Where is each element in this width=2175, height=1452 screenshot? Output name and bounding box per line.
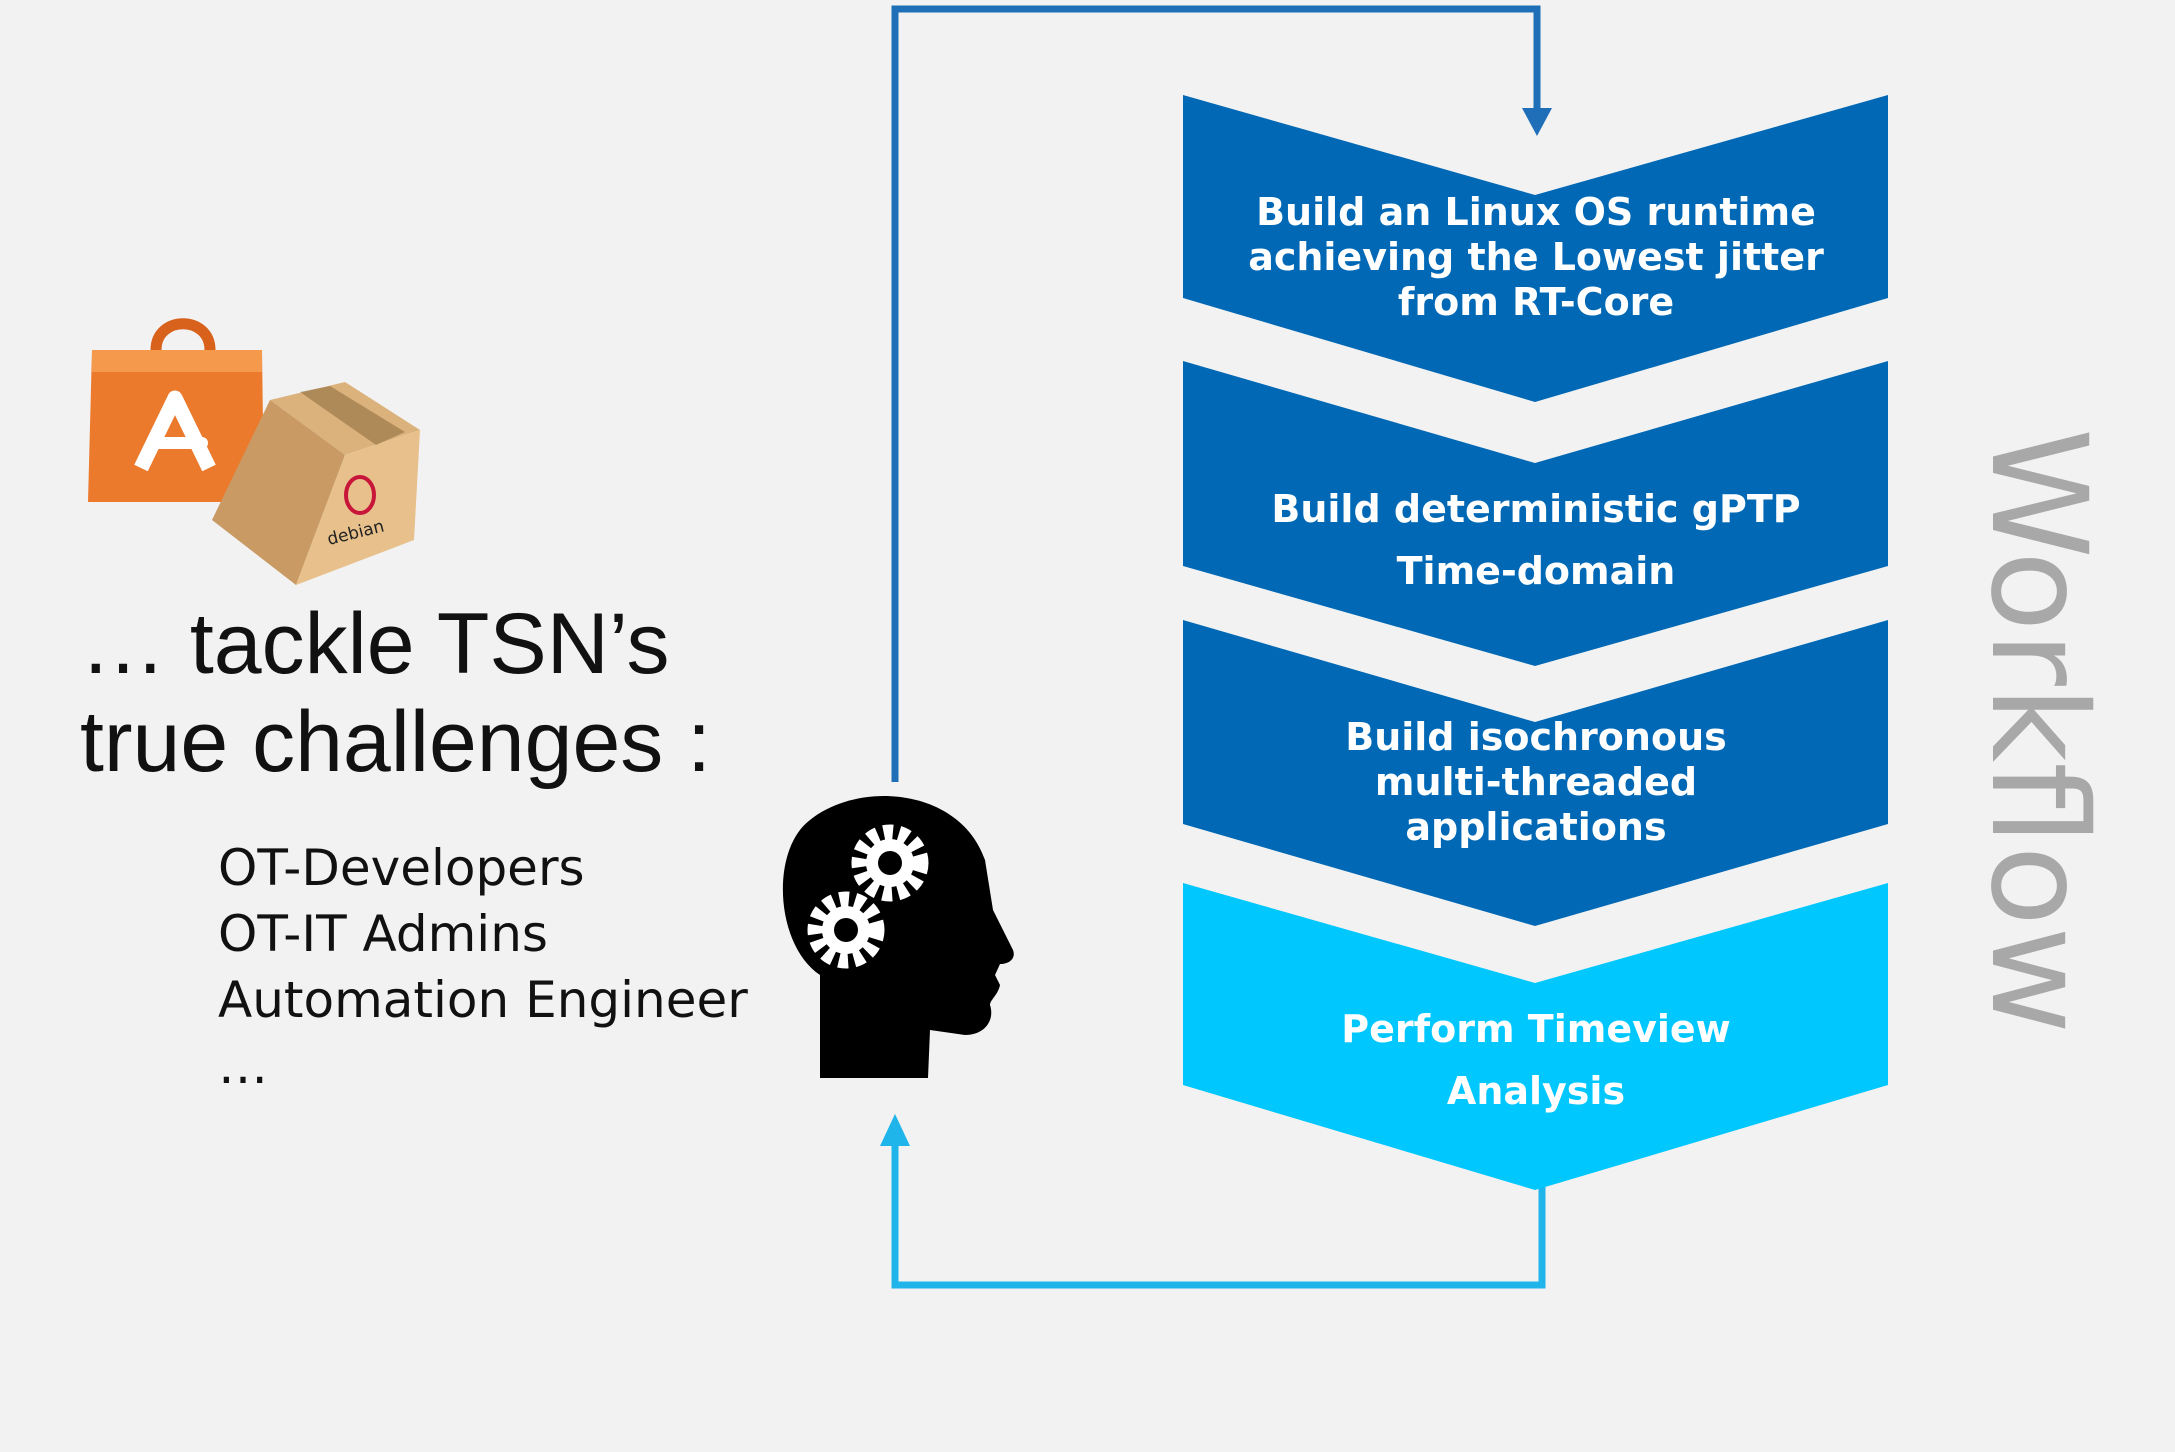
roles-list: OT-Developers OT-IT Admins Automation En… (218, 835, 778, 1099)
step-4-line: Analysis (1446, 1069, 1626, 1113)
loop-arrow-top (891, 5, 1552, 782)
loop-arrow-bottom (880, 1114, 1546, 1289)
step-chevron-2 (1183, 361, 1888, 666)
heading: … tackle TSN’s true challenges : (80, 595, 800, 791)
head-with-gears-icon (782, 796, 1014, 1078)
step-3-text: Build isochronous multi-threaded applica… (1183, 715, 1889, 850)
shopping-bag-icon (88, 318, 264, 502)
role-item: OT-IT Admins (218, 905, 548, 963)
role-item: OT-Developers (218, 839, 585, 897)
step-chevron-4 (1183, 883, 1888, 1190)
step-3-line: Build isochronous (1345, 715, 1727, 759)
step-2-line: Time-domain (1396, 549, 1676, 593)
step-1-line: Build an Linux OS runtime (1256, 190, 1816, 234)
heading-line-1: … tackle TSN’s (80, 596, 670, 692)
heading-line-2: true challenges : (80, 694, 712, 790)
step-1-line: from RT-Core (1397, 280, 1675, 324)
role-item: Automation Engineer (218, 971, 748, 1029)
step-1-line: achieving the Lowest jitter (1248, 235, 1824, 279)
step-2-line: Build deterministic gPTP (1271, 487, 1801, 531)
step-1-text: Build an Linux OS runtime achieving the … (1183, 190, 1889, 325)
step-4-text: Perform Timeview Analysis (1183, 998, 1889, 1122)
step-chevron-3 (1183, 620, 1888, 926)
step-3-line: applications (1405, 805, 1667, 849)
step-4-line: Perform Timeview (1341, 1007, 1731, 1051)
step-chevron-1 (1183, 95, 1888, 402)
step-3-line: multi-threaded (1374, 760, 1698, 804)
debian-package-icon: debian (212, 382, 420, 585)
role-item: … (218, 1037, 268, 1095)
workflow-label: Workflow (1961, 428, 2115, 1035)
step-2-text: Build deterministic gPTP Time-domain (1183, 478, 1889, 602)
